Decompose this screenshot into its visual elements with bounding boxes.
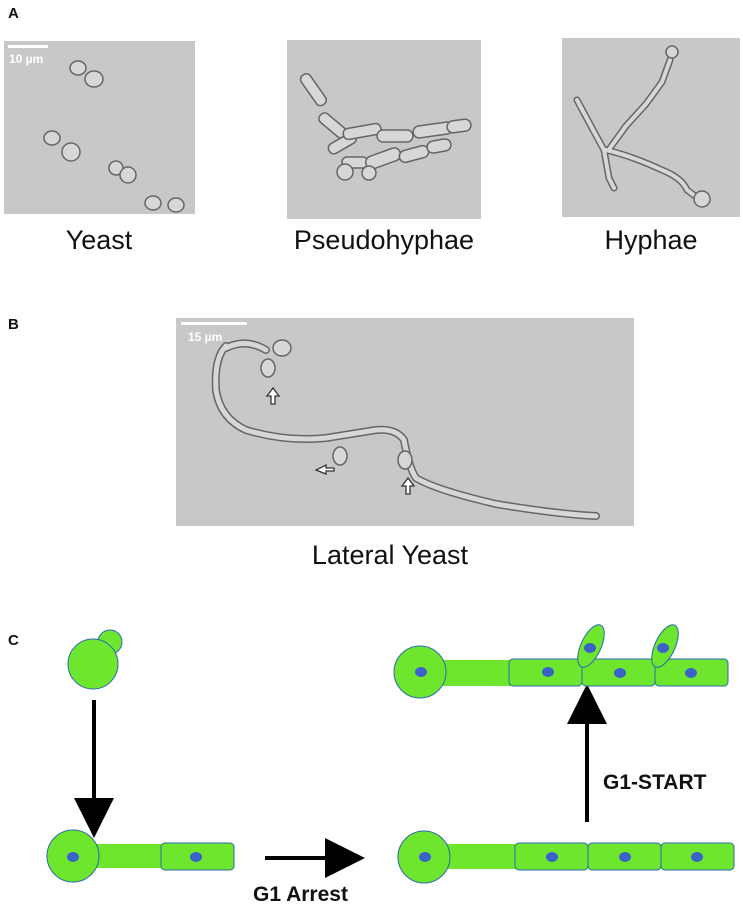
scale-bar-a xyxy=(8,45,48,48)
hypha-cell xyxy=(397,830,735,884)
pseudohyphae-micrograph xyxy=(287,40,481,219)
caption-pseudohyphae: Pseudohyphae xyxy=(293,225,475,255)
panel-b-letter: B xyxy=(8,316,19,333)
label-g1-arrest: G1 Arrest xyxy=(253,883,348,906)
pseudohyphae-image xyxy=(299,73,472,181)
germ-tube-cell xyxy=(46,829,235,883)
yeast-cells-image xyxy=(43,60,185,213)
panel-c-letter: C xyxy=(8,632,19,649)
yeast-micrograph: 10 µm xyxy=(4,41,195,214)
hyphae-image xyxy=(573,45,711,208)
caption-lateral-yeast: Lateral Yeast xyxy=(311,540,469,570)
label-g1-start: G1-START xyxy=(603,771,707,794)
hypha-lateral-yeast-cell xyxy=(393,624,729,699)
hyphae-micrograph xyxy=(562,38,740,217)
arrow-marker-1 xyxy=(265,386,281,405)
budding-yeast-cell xyxy=(67,629,123,690)
panel-a-letter: A xyxy=(8,5,19,22)
caption-hyphae: Hyphae xyxy=(604,225,698,255)
cell-cycle-diagram xyxy=(46,624,735,884)
lateral-yeast-image xyxy=(211,339,600,520)
scale-bar-b xyxy=(181,322,247,325)
caption-yeast: Yeast xyxy=(65,225,133,255)
scale-label-a: 10 µm xyxy=(9,52,44,66)
lateral-yeast-micrograph: 15 µm xyxy=(176,318,634,526)
scale-label-b: 15 µm xyxy=(188,330,223,344)
